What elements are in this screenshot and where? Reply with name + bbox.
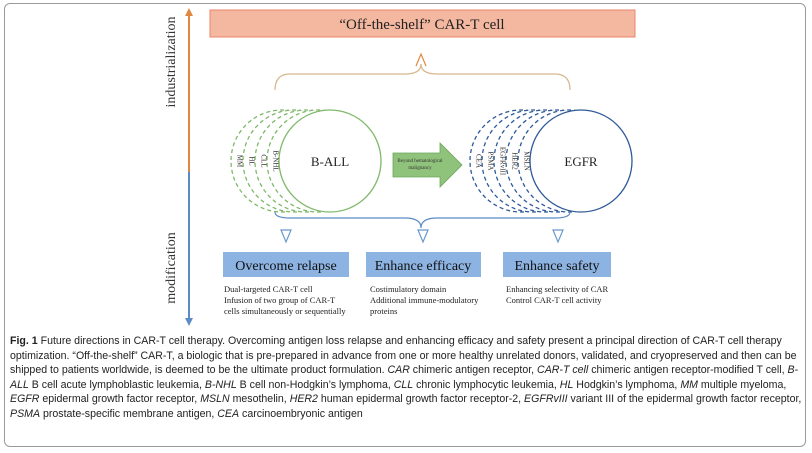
- box-enhance-safety-bg: [503, 252, 611, 277]
- caption-segment: HER2: [289, 393, 318, 406]
- down-triangle-icon-efficacy: [417, 229, 429, 244]
- beyond-arrow-shape: [392, 142, 463, 188]
- efficacy-line-3: proteins: [370, 306, 397, 316]
- right-circle-stack: MSLN HER2 EGFRvIII PSMA CEA EGFR: [469, 109, 633, 213]
- box-enhance-efficacy-bg: [366, 252, 481, 277]
- figure-diagram: industrialization modification “Off-the-…: [164, 8, 636, 326]
- caption-segment: chronic lymphocytic leukemia,: [413, 378, 560, 391]
- caption-segment: chimeric antigen receptor,: [409, 364, 538, 377]
- right-label-egfrviii: EGFRvIII: [499, 147, 507, 176]
- left-circle-main: [278, 109, 382, 213]
- caption-segment: MM: [680, 378, 698, 391]
- caption-segment: carcinoembryonic antigen: [239, 407, 363, 420]
- beyond-arrow-label-1: Beyond hematological: [397, 159, 443, 164]
- right-label-main: EGFR: [564, 154, 598, 169]
- right-label-her2: HER2: [511, 152, 519, 170]
- caption-segment: B-NHL: [204, 378, 237, 391]
- caption-segment: Future directions in CAR-T cell therapy.…: [10, 335, 797, 377]
- right-label-psma: PSMA: [487, 151, 495, 170]
- beyond-arrow-label-2: malignancy: [408, 166, 432, 171]
- box-overcome-relapse-title: Overcome relapse: [235, 259, 336, 274]
- figure-frame: [4, 3, 806, 447]
- relapse-line-2: Infusion of two group of CAR-T: [224, 295, 336, 305]
- caption-segment: CLL: [393, 378, 414, 391]
- axis-down-arrowhead: [185, 318, 193, 326]
- right-label-cea: CEA: [475, 154, 483, 168]
- off-the-shelf-box-bg: [209, 9, 636, 38]
- box-overcome-relapse: Overcome relapse Dual-targeted CAR-T cel…: [223, 252, 349, 316]
- off-the-shelf-label: “Off-the-shelf” CAR-T cell: [339, 17, 504, 33]
- relapse-line-1: Dual-targeted CAR-T cell: [224, 284, 313, 294]
- caption-body: Future directions in CAR-T cell therapy.…: [10, 335, 801, 420]
- caption-segment: CAR-T cell: [537, 364, 589, 377]
- left-label-main: B-ALL: [311, 154, 349, 169]
- down-triangle-icon-safety: [552, 229, 564, 244]
- caption-segment: human epidermal growth factor receptor-2…: [317, 393, 525, 406]
- box-overcome-relapse-bg: [223, 252, 349, 277]
- figure-caption: Fig. 1 Future directions in CAR-T cell t…: [10, 334, 802, 422]
- figure-label: Fig. 1: [10, 335, 38, 347]
- left-label-mm: MM: [236, 155, 244, 168]
- box-enhance-safety: Enhance safety Enhancing selectivity of …: [503, 252, 611, 305]
- caption-segment: MSLN: [200, 393, 230, 406]
- caption-segment: EGFRvIII: [524, 393, 568, 406]
- caption-segment: PSMA: [10, 407, 41, 420]
- caption-segment: B cell acute lymphoblastic leukemia,: [28, 378, 205, 391]
- caption-segment: Hodgkin’s lymphoma,: [573, 378, 681, 391]
- beyond-arrow: Beyond hematological malignancy: [392, 142, 463, 188]
- bottom-brace: [274, 211, 571, 229]
- off-the-shelf-box: “Off-the-shelf” CAR-T cell: [209, 9, 636, 38]
- efficacy-line-1: Costimulatory domain: [370, 284, 447, 294]
- left-label-hl: HL: [248, 156, 256, 165]
- vertical-axis: industrialization modification: [164, 8, 193, 326]
- safety-line-2: Control CAR-T cell activity: [506, 295, 602, 305]
- caption-segment: variant III of the epidermal growth fact…: [567, 393, 802, 406]
- caption-segment: multiple myeloma,: [697, 378, 787, 391]
- caption-segment: prostate-specific membrane antigen,: [40, 407, 218, 420]
- axis-up-arrowhead: [185, 8, 193, 16]
- relapse-line-3: cells simultaneously or sequentially: [224, 306, 346, 316]
- box-enhance-efficacy-title: Enhance efficacy: [375, 259, 472, 274]
- axis-label-modification: modification: [164, 232, 179, 304]
- down-triangle-icon-relapse: [280, 229, 292, 244]
- caption-segment: chimeric antigen receptor-modified T cel…: [588, 364, 788, 377]
- caption-segment: B-ALL: [10, 364, 799, 391]
- left-label-b-nhl: B-NHL: [272, 150, 280, 171]
- axis-label-industrialization: industrialization: [164, 17, 179, 108]
- safety-line-1: Enhancing selectivity of CAR: [506, 284, 609, 294]
- caption-segment: CEA: [217, 407, 240, 420]
- right-circle-main: [529, 109, 633, 213]
- efficacy-line-2: Additional immune-modulatory: [370, 295, 479, 305]
- caption-segment: B cell non-Hodgkin’s lymphoma,: [236, 378, 394, 391]
- box-enhance-safety-title: Enhance safety: [514, 259, 599, 274]
- up-triangle-icon: [415, 52, 427, 67]
- caption-segment: CAR: [387, 364, 410, 377]
- top-brace: [274, 63, 571, 91]
- left-circle-stack: B-NHL CLL HL MM B-ALL: [230, 109, 382, 213]
- left-label-cll: CLL: [260, 154, 268, 167]
- right-label-msln: MSLN: [523, 151, 531, 170]
- box-enhance-efficacy: Enhance efficacy Costimulatory domain Ad…: [366, 252, 481, 316]
- caption-segment: HL: [559, 378, 574, 391]
- caption-segment: EGFR: [10, 393, 40, 406]
- caption-segment: mesothelin,: [229, 393, 290, 406]
- caption-segment: epidermal growth factor receptor,: [39, 393, 201, 406]
